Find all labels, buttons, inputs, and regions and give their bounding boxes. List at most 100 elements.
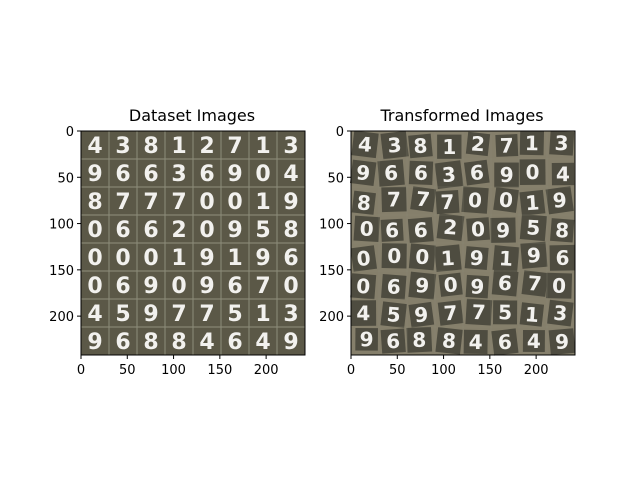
tile-background	[520, 241, 548, 269]
digit-tile: 3	[380, 130, 409, 160]
digit-tile: 9	[545, 186, 574, 215]
digit-tile: 1	[255, 134, 270, 159]
digit-label: 3	[283, 134, 298, 159]
digit-tile: 8	[171, 330, 186, 355]
digit-label: 6	[115, 274, 130, 299]
digit-label: 5	[526, 215, 541, 240]
digit-tile: 6	[115, 162, 130, 187]
digit-tile: 5	[493, 300, 518, 325]
digit-label: 7	[500, 133, 515, 157]
digit-label: 9	[255, 246, 270, 271]
tile-background	[408, 160, 434, 186]
x-tick-label: 50	[389, 363, 406, 378]
digit-label: 9	[355, 160, 371, 185]
x-tick-label: 50	[119, 363, 136, 378]
digit-label: 6	[115, 330, 130, 355]
digit-tile: 9	[227, 162, 242, 187]
digit-tile: 5	[255, 218, 270, 243]
digit-tile: 5	[115, 302, 130, 327]
digit-tile: 2	[436, 213, 465, 242]
digit-label: 6	[555, 246, 569, 270]
digit-label: 7	[387, 187, 401, 211]
digit-tile: 6	[549, 244, 576, 271]
tile-background	[353, 215, 380, 243]
digit-label: 1	[498, 246, 513, 271]
y-tick-label: 150	[319, 264, 344, 279]
tile-background	[465, 274, 490, 299]
digit-tile: 6	[115, 218, 130, 243]
digit-tile: 7	[465, 298, 493, 326]
digit-tile: 4	[350, 300, 377, 326]
digit-label: 0	[356, 246, 372, 271]
digit-label: 6	[199, 162, 214, 187]
digit-tile: 6	[227, 330, 242, 355]
tile-background	[521, 270, 549, 297]
tile-background	[408, 243, 436, 271]
digit-tile: 1	[519, 302, 545, 327]
tile-background	[381, 274, 407, 300]
digit-tile: 8	[143, 330, 158, 355]
tile-background	[465, 131, 491, 157]
digit-tile: 1	[171, 134, 186, 159]
digit-label: 0	[199, 218, 214, 243]
digit-tile: 1	[519, 131, 545, 156]
y-tick-label: 100	[49, 218, 74, 233]
tile-background	[436, 213, 465, 242]
digit-label: 6	[283, 246, 298, 271]
digit-label: 9	[227, 162, 242, 187]
digit-label: 0	[227, 190, 242, 215]
digit-tile: 6	[143, 162, 158, 187]
digit-label: 0	[471, 217, 486, 242]
digit-label: 4	[357, 132, 373, 157]
digit-label: 1	[442, 135, 456, 159]
digit-label: 7	[199, 302, 214, 327]
digit-tile: 9	[494, 162, 520, 188]
digit-label: 6	[414, 161, 429, 185]
tile-background	[381, 186, 407, 213]
digit-label: 0	[415, 244, 430, 269]
digit-label: 5	[498, 300, 512, 324]
y-tick-label: 50	[57, 171, 74, 186]
digit-tile: 0	[546, 272, 573, 299]
digit-tile: 0	[461, 186, 489, 214]
digit-label: 4	[469, 330, 483, 354]
tile-background	[406, 326, 433, 353]
tile-background	[437, 134, 462, 159]
digit-tile: 0	[227, 190, 242, 215]
digit-tile: 7	[227, 134, 242, 159]
digit-tile: 2	[199, 134, 214, 159]
tile-background	[466, 217, 491, 242]
digit-label: 7	[443, 301, 459, 326]
digit-tile: 6	[381, 274, 407, 300]
digit-tile: 1	[171, 246, 186, 271]
digit-label: 8	[413, 134, 428, 159]
digit-label: 9	[227, 218, 242, 243]
digit-label: 6	[497, 330, 513, 355]
tile-background	[546, 299, 574, 327]
digit-label: 7	[171, 190, 186, 215]
tile-background	[381, 243, 407, 269]
digit-label: 1	[440, 246, 455, 271]
tile-background	[519, 189, 546, 216]
tile-background	[548, 328, 576, 356]
digit-label: 0	[283, 274, 298, 299]
digit-tile: 8	[408, 134, 433, 159]
digit-tile: 0	[438, 272, 463, 297]
digit-label: 9	[143, 302, 158, 327]
x-tick-label: 0	[77, 363, 85, 378]
digit-label: 1	[255, 190, 270, 215]
digit-label: 4	[255, 330, 270, 355]
digit-tile: 0	[350, 245, 378, 272]
x-tick-label: 0	[347, 363, 355, 378]
digit-label: 7	[471, 300, 486, 324]
digit-label: 1	[525, 131, 539, 155]
digit-label: 8	[143, 330, 158, 355]
x-tick-label: 100	[431, 363, 456, 378]
tile-background	[464, 246, 489, 271]
tile-background	[408, 271, 437, 300]
tile-background	[435, 327, 463, 355]
y-tick-label: 0	[66, 125, 74, 140]
digit-tile: 6	[377, 159, 405, 187]
